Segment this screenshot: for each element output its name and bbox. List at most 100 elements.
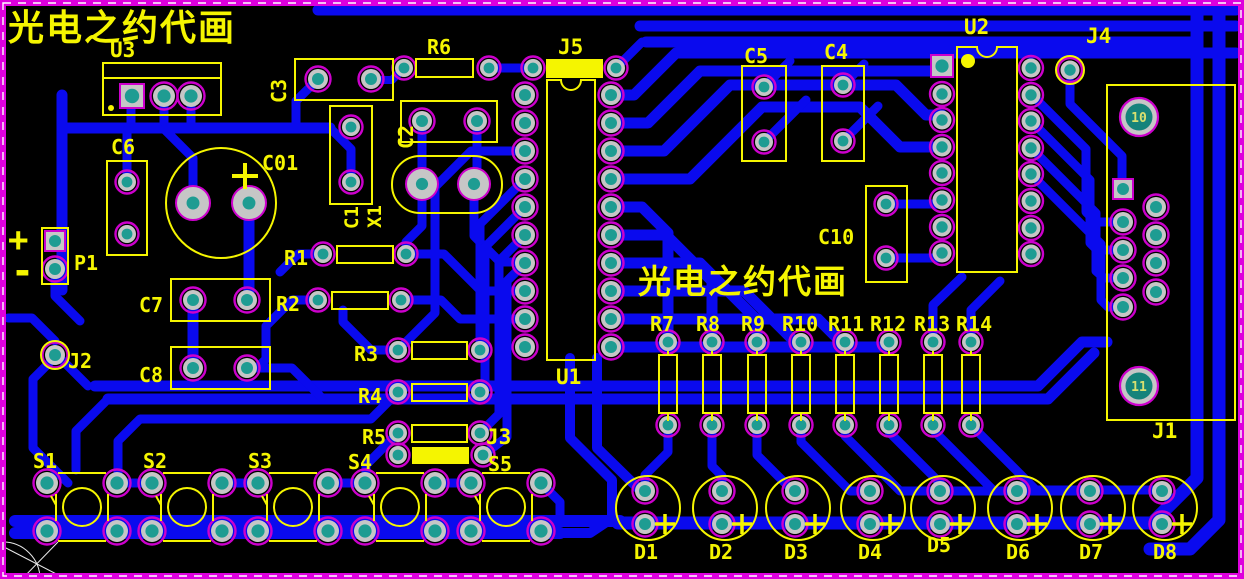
jumper-J3-body[interactable] xyxy=(412,447,469,464)
pad[interactable] xyxy=(511,137,539,165)
resistor-R1-outline[interactable] xyxy=(336,245,394,264)
pad[interactable] xyxy=(350,516,380,546)
pad[interactable] xyxy=(338,169,364,195)
capacitor-C01-outline[interactable] xyxy=(165,147,277,259)
pad[interactable] xyxy=(699,329,725,355)
pad[interactable] xyxy=(207,516,237,546)
pad[interactable] xyxy=(751,129,777,155)
pad[interactable] xyxy=(408,107,436,135)
diode-D1-outline[interactable] xyxy=(615,475,681,541)
diode-D5-outline[interactable] xyxy=(910,475,976,541)
pad[interactable] xyxy=(1109,293,1137,321)
pad[interactable] xyxy=(597,249,625,277)
ic-U1-outline[interactable] xyxy=(546,79,596,361)
pad[interactable] xyxy=(1017,54,1045,82)
pad[interactable] xyxy=(338,114,364,140)
pad[interactable] xyxy=(391,55,417,81)
pad[interactable] xyxy=(597,81,625,109)
pad[interactable] xyxy=(137,468,167,498)
pad[interactable] xyxy=(928,159,956,187)
diode-D3-outline[interactable] xyxy=(765,475,831,541)
capacitor-C1-outline[interactable] xyxy=(329,105,373,205)
pad[interactable] xyxy=(1148,477,1176,505)
pad[interactable] xyxy=(1109,208,1137,236)
resistor-R5-outline[interactable] xyxy=(411,424,468,443)
pad[interactable] xyxy=(114,221,140,247)
pad[interactable] xyxy=(357,65,385,93)
capacitor-C5-outline[interactable] xyxy=(741,65,787,162)
pad[interactable] xyxy=(102,516,132,546)
pad[interactable] xyxy=(1142,193,1170,221)
pad[interactable] xyxy=(511,221,539,249)
pad[interactable] xyxy=(1109,264,1137,292)
pad[interactable] xyxy=(456,516,486,546)
ic-U3-outline[interactable] xyxy=(102,62,222,116)
connector-J2-outline[interactable] xyxy=(40,340,70,370)
pad[interactable] xyxy=(830,72,856,98)
crystal-X1-outline[interactable] xyxy=(391,155,503,214)
pad[interactable] xyxy=(597,109,625,137)
pad[interactable] xyxy=(467,379,493,405)
diode-D6-outline[interactable] xyxy=(987,475,1053,541)
connector-J1-outline[interactable] xyxy=(1106,84,1236,421)
pad[interactable] xyxy=(856,510,884,538)
pad[interactable] xyxy=(1003,510,1031,538)
pad[interactable] xyxy=(1056,56,1084,84)
pad[interactable] xyxy=(511,193,539,221)
pad[interactable] xyxy=(856,477,884,505)
pad[interactable] xyxy=(313,516,343,546)
pad[interactable] xyxy=(179,286,207,314)
pad-square[interactable] xyxy=(44,230,66,252)
pad[interactable] xyxy=(511,305,539,333)
pad[interactable] xyxy=(350,468,380,498)
pad[interactable] xyxy=(928,80,956,108)
pad[interactable] xyxy=(310,241,336,267)
pad[interactable] xyxy=(420,516,450,546)
pad[interactable] xyxy=(511,277,539,305)
connector-P1-outline[interactable] xyxy=(41,227,69,285)
pad[interactable] xyxy=(388,287,414,313)
pad[interactable] xyxy=(179,354,207,382)
pad[interactable] xyxy=(385,337,411,363)
pad[interactable] xyxy=(114,169,140,195)
pad[interactable] xyxy=(456,468,486,498)
resistor-R4-outline[interactable] xyxy=(411,383,468,402)
pad[interactable] xyxy=(597,193,625,221)
pad[interactable] xyxy=(511,249,539,277)
pad[interactable] xyxy=(631,510,659,538)
pad[interactable] xyxy=(1003,477,1031,505)
mounting-hole[interactable]: 11 xyxy=(1118,365,1160,407)
pad[interactable] xyxy=(928,239,956,267)
pad[interactable] xyxy=(304,65,332,93)
pad[interactable] xyxy=(420,468,450,498)
pad[interactable] xyxy=(102,468,132,498)
pad[interactable] xyxy=(928,133,956,161)
pad-large[interactable] xyxy=(175,185,211,221)
capacitor-C8-outline[interactable] xyxy=(170,346,271,390)
pad[interactable] xyxy=(597,277,625,305)
pad[interactable] xyxy=(597,221,625,249)
pad[interactable] xyxy=(511,109,539,137)
pad[interactable] xyxy=(1017,214,1045,242)
pad[interactable] xyxy=(781,477,809,505)
pad[interactable] xyxy=(32,516,62,546)
capacitor-C4-outline[interactable] xyxy=(821,65,865,162)
pad[interactable] xyxy=(603,55,629,81)
pad[interactable] xyxy=(708,477,736,505)
pad[interactable] xyxy=(476,55,502,81)
pad[interactable] xyxy=(233,354,261,382)
resistor-R2-outline[interactable] xyxy=(331,291,389,310)
pad[interactable] xyxy=(385,420,411,446)
pad[interactable] xyxy=(243,468,273,498)
pad[interactable] xyxy=(699,412,725,438)
pad[interactable] xyxy=(655,412,681,438)
capacitor-C2-outline[interactable] xyxy=(400,100,498,143)
pad[interactable] xyxy=(928,186,956,214)
pad[interactable] xyxy=(830,128,856,154)
pad[interactable] xyxy=(928,106,956,134)
pad[interactable] xyxy=(1076,510,1104,538)
pad[interactable] xyxy=(520,55,546,81)
capacitor-C7-outline[interactable] xyxy=(170,278,271,322)
pad[interactable] xyxy=(873,245,899,271)
pad[interactable] xyxy=(873,191,899,217)
